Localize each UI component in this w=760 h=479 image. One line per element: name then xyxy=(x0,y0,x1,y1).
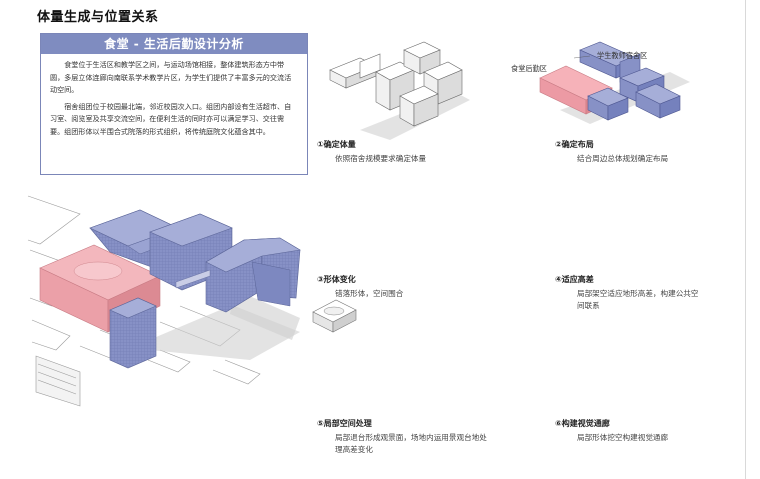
step-6-desc: 局部形体挖空构建视觉通廊 xyxy=(577,433,669,442)
intro-paragraph-1: 食堂位于生活区和教学区之间，与运动场馆相接，整体建筑形态方中带圆，多层立体连廊向… xyxy=(50,60,292,95)
intro-header: 食堂 - 生活后勤设计分析 xyxy=(41,34,307,54)
step-5: ⑤局部空间处理 局部退台形成观景面，场地内运用景观台地处理高差变化 xyxy=(317,418,507,455)
step-1-desc: 依照宿舍规模要求确定体量 xyxy=(335,154,427,163)
step-3-desc: 错落形体，空间围合 xyxy=(335,289,404,298)
intro-panel: 食堂 - 生活后勤设计分析 食堂位于生活区和教学区之间，与运动场馆相接，整体建筑… xyxy=(40,33,308,175)
label-dorm-zone: 学生教师宿舍区 xyxy=(597,51,648,60)
step-4: ④适应高差 局部架空适应地形高差，构建公共空间联系 xyxy=(555,274,735,311)
site-pavilion xyxy=(312,299,357,333)
label-canteen-logistics: 食堂后勤区 xyxy=(511,64,547,73)
page-title: 体量生成与位置关系 xyxy=(37,10,159,25)
step-2: ②确定布局 结合周边总体规划确定布局 xyxy=(555,139,735,165)
step1-diagram xyxy=(329,41,470,140)
step-2-title: ②确定布局 xyxy=(555,140,594,149)
dorm-block-south xyxy=(109,297,157,369)
step-4-title: ④适应高差 xyxy=(555,275,594,284)
page-edge-rule xyxy=(745,0,746,479)
step-3-title: ③形体变化 xyxy=(317,275,356,284)
dorm-block-east xyxy=(205,237,301,313)
step-5-title: ⑤局部空间处理 xyxy=(317,419,372,428)
step-4-desc: 局部架空适应地形高差，构建公共空间联系 xyxy=(577,289,699,310)
step-1-title: ①确定体量 xyxy=(317,140,356,149)
step-6: ⑥构建视觉通廊 局部形体挖空构建视觉通廊 xyxy=(555,418,735,444)
step-3: ③形体变化 错落形体，空间围合 xyxy=(317,274,497,300)
site-massing-model xyxy=(27,195,357,407)
step-1: ①确定体量 依照宿舍规模要求确定体量 xyxy=(317,139,497,165)
intro-paragraph-2: 宿舍组团位于校园最北端，邻近校园次入口。组团内部设有生活超市、自习室、阅览室及共… xyxy=(50,101,292,136)
step2-diagram xyxy=(539,41,690,124)
intro-body: 食堂位于生活区和教学区之间，与运动场馆相接，整体建筑形态方中带圆，多层立体连廊向… xyxy=(41,54,307,139)
step-6-title: ⑥构建视觉通廊 xyxy=(555,419,610,428)
step-2-desc: 结合周边总体规划确定布局 xyxy=(577,154,669,163)
step-5-desc: 局部退台形成观景面，场地内运用景观台地处理高差变化 xyxy=(335,433,487,454)
